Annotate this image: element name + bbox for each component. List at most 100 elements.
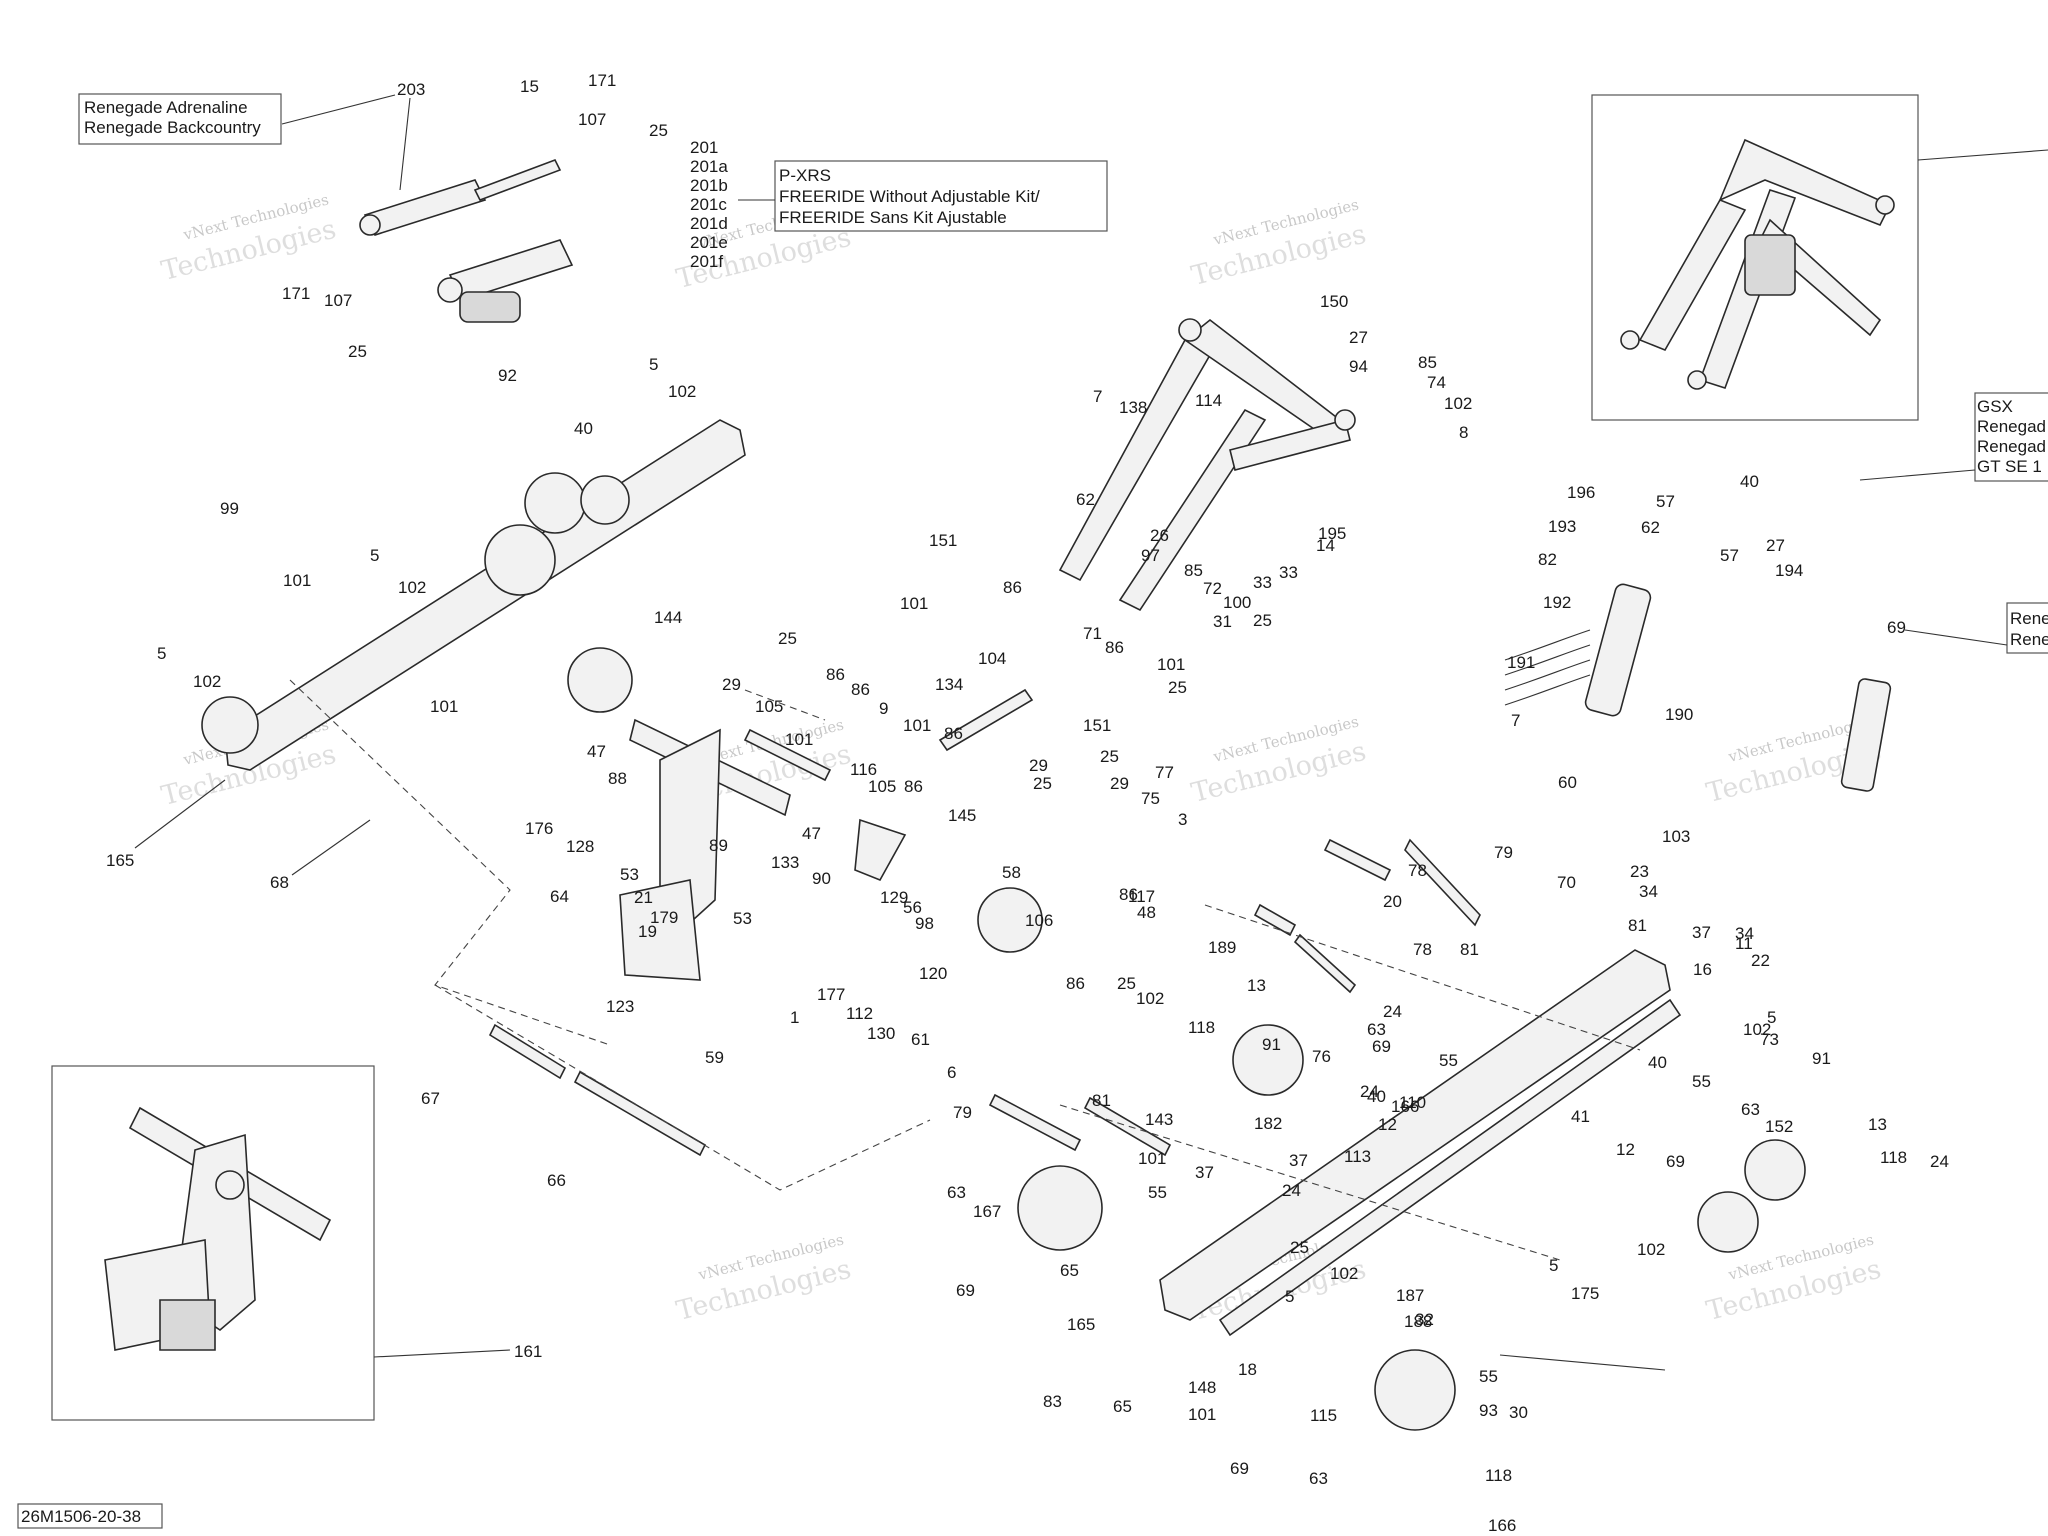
callout: 105 bbox=[755, 697, 783, 716]
callout: 150 bbox=[1320, 292, 1348, 311]
callout: 171 bbox=[588, 71, 616, 90]
callout: 68 bbox=[270, 873, 289, 892]
callout: 34 bbox=[1639, 882, 1658, 901]
callout: 79 bbox=[953, 1103, 972, 1122]
callout: 37 bbox=[1195, 1163, 1214, 1182]
rear-rail-right bbox=[1159, 949, 1682, 1337]
callout: 86 bbox=[904, 777, 923, 796]
callout: 192 bbox=[1543, 593, 1571, 612]
callout: 5 bbox=[1285, 1287, 1294, 1306]
callout: 101 bbox=[1188, 1405, 1216, 1424]
note-box-xrs-variants: P-XRS FREERIDE Without Adjustable Kit/ F… bbox=[774, 160, 1108, 232]
callout: 24 bbox=[1282, 1181, 1301, 1200]
note-line: GT SE 1 bbox=[1977, 457, 2042, 476]
callout: 78 bbox=[1413, 940, 1432, 959]
callout: 101 bbox=[903, 716, 931, 735]
callout: 86 bbox=[1105, 638, 1124, 657]
callout: 8 bbox=[1459, 423, 1468, 442]
callout: 53 bbox=[733, 909, 752, 928]
callout: 138 bbox=[1119, 398, 1147, 417]
inset-front-arm bbox=[51, 1065, 375, 1421]
note-line: P-XRS bbox=[779, 166, 831, 185]
callout: 93 bbox=[1479, 1401, 1498, 1420]
callout: 55 bbox=[1148, 1183, 1167, 1202]
callout: 81 bbox=[1092, 1091, 1111, 1110]
callout: 5 bbox=[1767, 1008, 1776, 1027]
callout: 16 bbox=[1693, 960, 1712, 979]
callout: 161 bbox=[514, 1342, 542, 1361]
callout: 91 bbox=[1262, 1035, 1281, 1054]
callout: 40 bbox=[574, 419, 593, 438]
callout: 165 bbox=[106, 851, 134, 870]
series-201-list: 201 201a 201b 201c 201d 201e 201f bbox=[690, 138, 728, 271]
note-line: Renegad bbox=[1977, 417, 2046, 436]
callout: 101 bbox=[430, 697, 458, 716]
watermark: vNext Technologies Technologies bbox=[1188, 195, 1369, 292]
note-line: FREERIDE Without Adjustable Kit/ bbox=[779, 187, 1040, 206]
callout: 29 bbox=[1110, 774, 1129, 793]
callout: 25 bbox=[649, 121, 668, 140]
callout: 86 bbox=[944, 724, 963, 743]
callout: 47 bbox=[587, 742, 606, 761]
callout: 99 bbox=[220, 499, 239, 518]
callout: 81 bbox=[1460, 940, 1479, 959]
callout: 118 bbox=[1485, 1466, 1512, 1485]
callout: 101 bbox=[900, 594, 928, 613]
callout: 67 bbox=[421, 1089, 440, 1108]
callout: 25 bbox=[1117, 974, 1136, 993]
callout: 107 bbox=[324, 291, 352, 310]
callout: 25 bbox=[1290, 1238, 1309, 1257]
note-line: Renegad bbox=[1977, 437, 2046, 456]
callout: 102 bbox=[193, 672, 221, 691]
callout: 21 bbox=[634, 888, 653, 907]
callout: 123 bbox=[606, 997, 634, 1016]
callout: 102 bbox=[1637, 1240, 1665, 1259]
callout: 86 bbox=[1119, 885, 1138, 904]
callout: 78 bbox=[1408, 861, 1427, 880]
callout: 110 bbox=[1399, 1093, 1426, 1112]
note-line: 201 bbox=[690, 138, 718, 157]
callout: 40 bbox=[1648, 1053, 1667, 1072]
dashed-assembly-lines bbox=[289, 679, 1641, 1261]
rear-arm-assembly bbox=[1058, 318, 1356, 612]
callout: 133 bbox=[771, 853, 799, 872]
callout: 9 bbox=[879, 699, 888, 718]
callout: 25 bbox=[1100, 747, 1119, 766]
callout: 166 bbox=[1391, 1097, 1419, 1116]
callout: 86 bbox=[826, 665, 845, 684]
callout: 5 bbox=[1549, 1256, 1558, 1275]
callout: 33 bbox=[1279, 563, 1298, 582]
callout: 77 bbox=[1155, 763, 1174, 782]
note-line: 201e bbox=[690, 233, 728, 252]
callout: 114 bbox=[1195, 391, 1222, 410]
callout: 57 bbox=[1720, 546, 1739, 565]
callout: 194 bbox=[1775, 561, 1803, 580]
callout: 11 bbox=[1735, 934, 1753, 953]
callout: 18 bbox=[1238, 1360, 1257, 1379]
note-line: Renegade Adrenaline bbox=[84, 98, 248, 117]
callout: 66 bbox=[547, 1171, 566, 1190]
watermark: vNext Technologies Technologies bbox=[1188, 712, 1369, 809]
callout: 91 bbox=[1812, 1049, 1831, 1068]
callout: 85 bbox=[1184, 561, 1203, 580]
note-line: 201a bbox=[690, 157, 728, 176]
callout: 81 bbox=[1628, 916, 1647, 935]
callout: 48 bbox=[1137, 903, 1156, 922]
callout: 1 bbox=[790, 1008, 799, 1027]
shock-absorber-201 bbox=[437, 239, 574, 323]
callout: 116 bbox=[850, 760, 877, 779]
callout: 101 bbox=[1157, 655, 1185, 674]
callout: 144 bbox=[654, 608, 682, 627]
callout: 25 bbox=[778, 629, 797, 648]
callout: 24 bbox=[1930, 1152, 1949, 1171]
callout: 166 bbox=[1488, 1516, 1516, 1535]
callout: 63 bbox=[1309, 1469, 1328, 1488]
callout: 29 bbox=[722, 675, 741, 694]
callout: 40 bbox=[1367, 1087, 1386, 1106]
callout: 117 bbox=[1128, 887, 1155, 906]
callout: 86 bbox=[1066, 974, 1085, 993]
note-line: GSX bbox=[1977, 397, 2013, 416]
callout: 118 bbox=[1880, 1148, 1907, 1167]
callout: 41 bbox=[1571, 1107, 1590, 1126]
